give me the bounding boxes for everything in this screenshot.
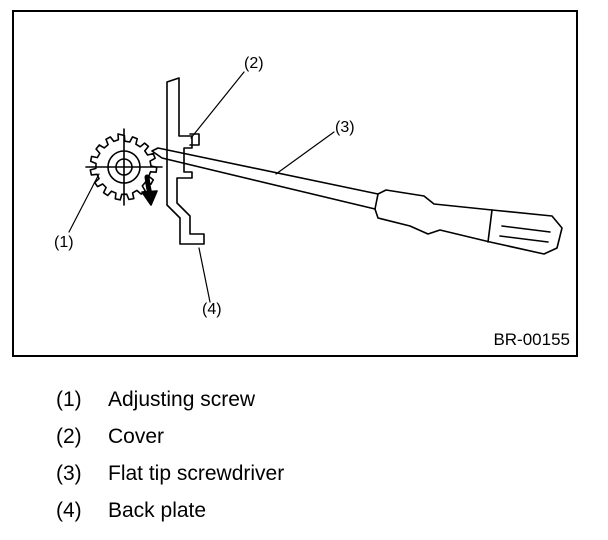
callout-adjusting-screw: (1) [54, 234, 74, 251]
legend-item: (4) Back plate [56, 497, 284, 524]
legend-label: Cover [108, 425, 165, 448]
legend-label: Flat tip screwdriver [108, 462, 285, 485]
callout-cover: (2) [244, 55, 264, 72]
legend-number: (3) [56, 462, 82, 485]
leader-lines [68, 71, 335, 303]
rotation-arrow-icon [141, 174, 158, 206]
legend-label: Adjusting screw [108, 388, 256, 411]
adjusting-screw-icon [85, 128, 163, 206]
legend-number: (2) [56, 425, 82, 448]
legend: (1) Adjusting screw (2) Cover (3) Flat tip … [56, 386, 284, 534]
figure-id: BR-00155 [493, 330, 570, 349]
screwdriver-icon [151, 147, 563, 255]
legend-item: (1) Adjusting screw [56, 386, 284, 413]
figure-frame: (2) (3) (1) (4) BR-00155 [12, 10, 578, 357]
legend-label: Back plate [108, 499, 207, 522]
illustration [68, 71, 563, 303]
callout-back-plate: (4) [202, 301, 222, 318]
legend-number: (4) [56, 499, 82, 522]
legend-item: (2) Cover [56, 423, 284, 450]
callout-screwdriver: (3) [335, 119, 355, 136]
legend-number: (1) [56, 388, 82, 411]
legend-item: (3) Flat tip screwdriver [56, 460, 284, 487]
